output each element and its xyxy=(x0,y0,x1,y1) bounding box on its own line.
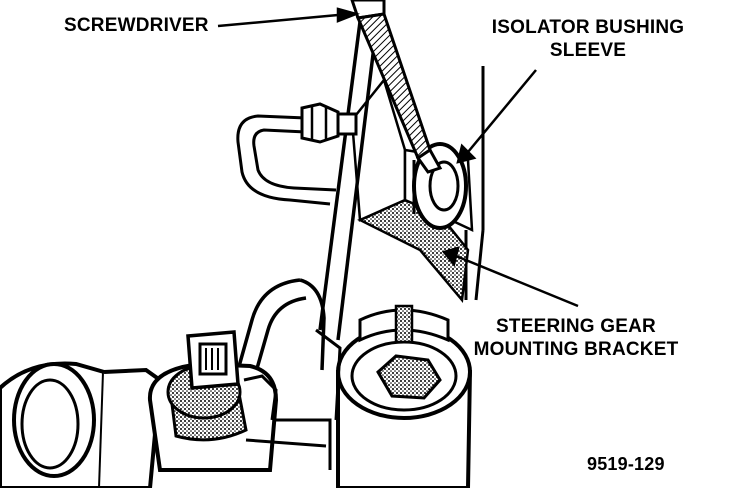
steering-gear-mounting-bracket-label: STEERING GEAR MOUNTING BRACKET xyxy=(458,315,694,361)
pump-motor-housing xyxy=(0,361,163,488)
tube-fitting-nut xyxy=(300,102,358,144)
screwdriver xyxy=(350,0,443,174)
figure-number: 9519-129 xyxy=(587,454,665,474)
bracket-label-line-2: MOUNTING BRACKET xyxy=(473,339,679,360)
isolator-label-line-1: ISOLATOR BUSHING xyxy=(491,17,685,38)
leader-lines xyxy=(217,7,579,308)
isolator-bushing-sleeve-label: ISOLATOR BUSHING SLEEVE xyxy=(470,16,706,62)
bracket-label-line-1: STEERING GEAR xyxy=(496,316,656,337)
gear-housing-cylinder xyxy=(336,304,472,488)
valve-body xyxy=(147,361,279,472)
pressure-hose xyxy=(236,278,326,373)
isolator-label-line-2: SLEEVE xyxy=(549,40,627,61)
screwdriver-label: SCREWDRIVER xyxy=(64,15,209,36)
brake-line-tube xyxy=(236,114,337,206)
electrical-connector xyxy=(186,330,240,390)
lower-linkage xyxy=(243,328,342,470)
